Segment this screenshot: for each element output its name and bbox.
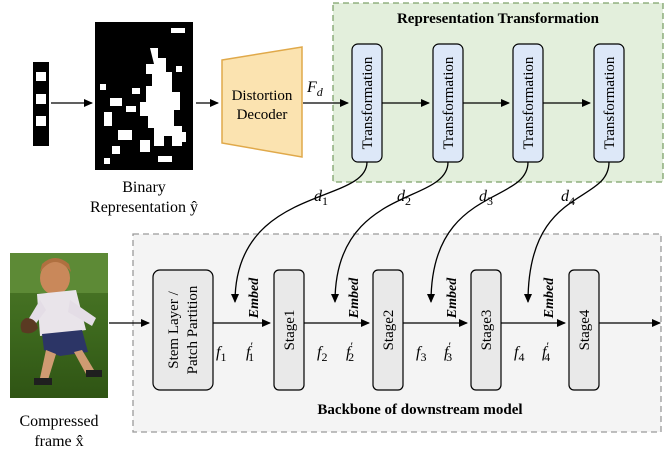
transformation-block-1: Transformation <box>351 43 383 163</box>
embed-label-1: Embed <box>247 277 262 319</box>
stage4-block: Stage4 <box>568 269 600 391</box>
f4-prime-label: f′4 <box>542 339 550 364</box>
binary-caption-line2: Representation ŷ <box>90 199 198 216</box>
svg-text:Stage4: Stage4 <box>577 309 593 350</box>
frame-caption-line1: Compressed <box>19 413 99 430</box>
f1-prime-label: f′1 <box>246 339 254 364</box>
d4-label: d4 <box>561 188 575 208</box>
d3-arrow <box>427 161 529 303</box>
transformation-block-4: Transformation <box>593 43 625 163</box>
stage2-block: Stage2 <box>372 269 404 391</box>
svg-text:Transformation: Transformation <box>441 56 457 149</box>
compressed-frame-image <box>10 253 108 398</box>
svg-text:Transformation: Transformation <box>360 56 376 149</box>
f3-label: f3 <box>416 344 426 364</box>
f4-label: f4 <box>514 344 524 364</box>
f2-label: f2 <box>317 344 327 364</box>
input-bitstream-icon <box>33 62 49 146</box>
binary-representation-caption: Binary Representation ŷ <box>82 178 206 218</box>
binary-caption-line1: Binary <box>122 179 166 196</box>
f1-label: f1 <box>216 344 226 364</box>
binary-representation-image <box>95 22 193 170</box>
transformation-block-2: Transformation <box>432 43 464 163</box>
decoder-output-label: Fd <box>306 79 324 99</box>
frame-caption-line2: frame x̂ <box>34 433 84 450</box>
compressed-frame-caption: Compressed frame x̂ <box>0 412 118 452</box>
f2-prime-label: f′2 <box>346 339 354 364</box>
svg-text:Stage3: Stage3 <box>479 310 495 351</box>
svg-text:Stem Layer /: Stem Layer / <box>166 290 182 368</box>
d1-arrow <box>231 161 368 303</box>
stage3-block: Stage3 <box>470 269 502 391</box>
stem-layer-block: Stem Layer / Patch Partition <box>152 269 214 391</box>
svg-text:Stage1: Stage1 <box>282 310 298 351</box>
d2-arrow <box>331 161 449 303</box>
svg-text:Stage2: Stage2 <box>381 310 397 351</box>
decoder-label-line2: Decoder <box>237 107 288 123</box>
f3-prime-label: f′3 <box>444 339 452 364</box>
embed-label-2: Embed <box>347 277 362 319</box>
embed-label-4: Embed <box>542 277 557 319</box>
svg-text:Patch Partition: Patch Partition <box>185 285 201 374</box>
embed-label-3: Embed <box>445 277 460 319</box>
transformation-block-3: Transformation <box>512 43 544 163</box>
transformation-title: Representation Transformation <box>397 11 600 27</box>
d3-label: d3 <box>479 188 493 208</box>
svg-text:Transformation: Transformation <box>602 56 618 149</box>
stage1-block: Stage1 <box>273 269 305 391</box>
d4-arrow <box>524 161 610 303</box>
distortion-decoder <box>221 46 303 158</box>
decoder-label-line1: Distortion <box>232 88 293 104</box>
svg-text:Transformation: Transformation <box>521 56 537 149</box>
d2-label: d2 <box>397 188 411 208</box>
backbone-title: Backbone of downstream model <box>317 402 522 418</box>
